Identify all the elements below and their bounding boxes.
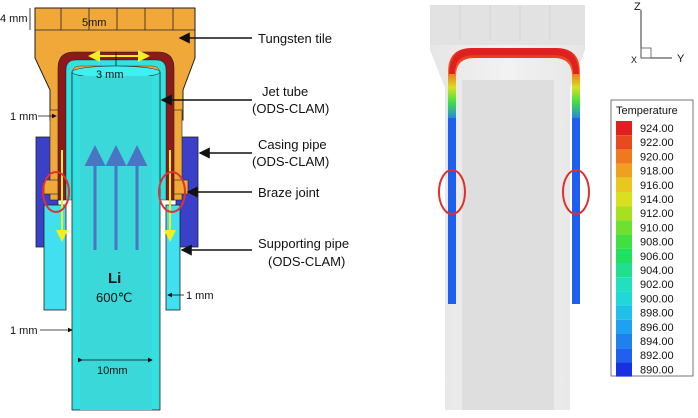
- legend-value: 896.00: [640, 322, 674, 334]
- legend-value: 914.00: [640, 194, 674, 206]
- right-diagram: Z Y X Temperature 924.00 922.00 920.00 918.…: [430, 1, 694, 410]
- legend-value: 912.00: [640, 208, 674, 220]
- li-temperature: 600℃: [96, 290, 132, 305]
- legend-swatch: [616, 277, 632, 292]
- legend-swatch: [616, 177, 632, 192]
- braze-joint-label: Braze joint: [258, 185, 320, 200]
- legend-value: 890.00: [640, 364, 674, 376]
- legend-value: 908.00: [640, 237, 674, 249]
- tungsten-tile-label: Tungsten tile: [258, 31, 332, 46]
- legend-swatch: [616, 248, 632, 263]
- legend-swatch: [616, 206, 632, 221]
- dim-1mm-right-label: 1 mm: [186, 290, 214, 302]
- legend-value: 910.00: [640, 222, 674, 234]
- legend-swatch: [616, 362, 632, 377]
- axis-z-label: Z: [634, 1, 641, 13]
- legend-value: 922.00: [640, 137, 674, 149]
- temperature-cap-top: [449, 49, 579, 75]
- legend-value: 904.00: [640, 265, 674, 277]
- dim-1mm-left-bottom-label: 1 mm: [10, 325, 38, 337]
- temperature-wall-left: [448, 118, 456, 304]
- jet-tube-label: Jet tube: [262, 84, 308, 99]
- supporting-pipe-material: (ODS-CLAM): [268, 254, 345, 269]
- model-inner-column: [462, 80, 554, 410]
- left-diagram: Li 600℃ 4 mm 5mm 3 mm 1 mm 1 mm 1 mm 10m…: [0, 7, 349, 411]
- dim-1mm-left-top-label: 1 mm: [10, 111, 38, 123]
- casing-pipe-material: (ODS-CLAM): [252, 154, 329, 169]
- legend-swatch: [616, 163, 632, 178]
- axis-origin-box: [640, 47, 652, 59]
- legend-swatch: [616, 121, 632, 136]
- legend-entries: 924.00 922.00 920.00 918.00 916.00 914.00 912.…: [616, 121, 674, 377]
- legend-swatch: [616, 334, 632, 349]
- supporting-pipe-right: [165, 204, 181, 311]
- legend-swatch: [616, 192, 632, 207]
- braze-highlight-right: [158, 171, 186, 213]
- legend-value: 918.00: [640, 166, 674, 178]
- legend-value: 906.00: [640, 251, 674, 263]
- axis-y-label: Y: [677, 53, 685, 65]
- dim-3mm-label: 3 mm: [96, 69, 124, 81]
- legend-swatch: [616, 135, 632, 150]
- legend-swatch: [616, 220, 632, 235]
- casing-pipe-label: Casing pipe: [258, 137, 327, 152]
- temperature-legend: Temperature 924.00 922.00 920.00 918.00 916.…: [610, 99, 694, 377]
- legend-swatch: [616, 234, 632, 249]
- legend-swatch: [616, 319, 632, 334]
- temperature-highlight-right: [562, 169, 590, 215]
- jet-tube-material: (ODS-CLAM): [252, 101, 329, 116]
- dim-5mm-label: 5mm: [82, 17, 106, 29]
- legend-swatch: [616, 149, 632, 164]
- dim-4mm-label: 4 mm: [0, 13, 28, 25]
- legend-value: 894.00: [640, 336, 674, 348]
- legend-swatch: [616, 291, 632, 306]
- legend-value: 900.00: [640, 293, 674, 305]
- legend-value: 902.00: [640, 279, 674, 291]
- legend-swatch: [616, 305, 632, 320]
- legend-value: 920.00: [640, 151, 674, 163]
- legend-value: 892.00: [640, 350, 674, 362]
- legend-value: 916.00: [640, 180, 674, 192]
- legend-value: 924.00: [640, 123, 674, 135]
- braze-highlight-left: [42, 171, 70, 213]
- dim-10mm-label: 10mm: [97, 365, 128, 377]
- legend-value: 898.00: [640, 308, 674, 320]
- temperature-wall-right: [572, 118, 580, 304]
- li-label: Li: [108, 270, 121, 287]
- supporting-pipe-label: Supporting pipe: [258, 236, 349, 251]
- model-top-block: [430, 5, 585, 45]
- legend-title: Temperature: [616, 105, 678, 117]
- axis-x-label: X: [631, 55, 637, 65]
- temperature-highlight-left: [438, 169, 466, 215]
- legend-swatch: [616, 348, 632, 363]
- legend-swatch: [616, 263, 632, 278]
